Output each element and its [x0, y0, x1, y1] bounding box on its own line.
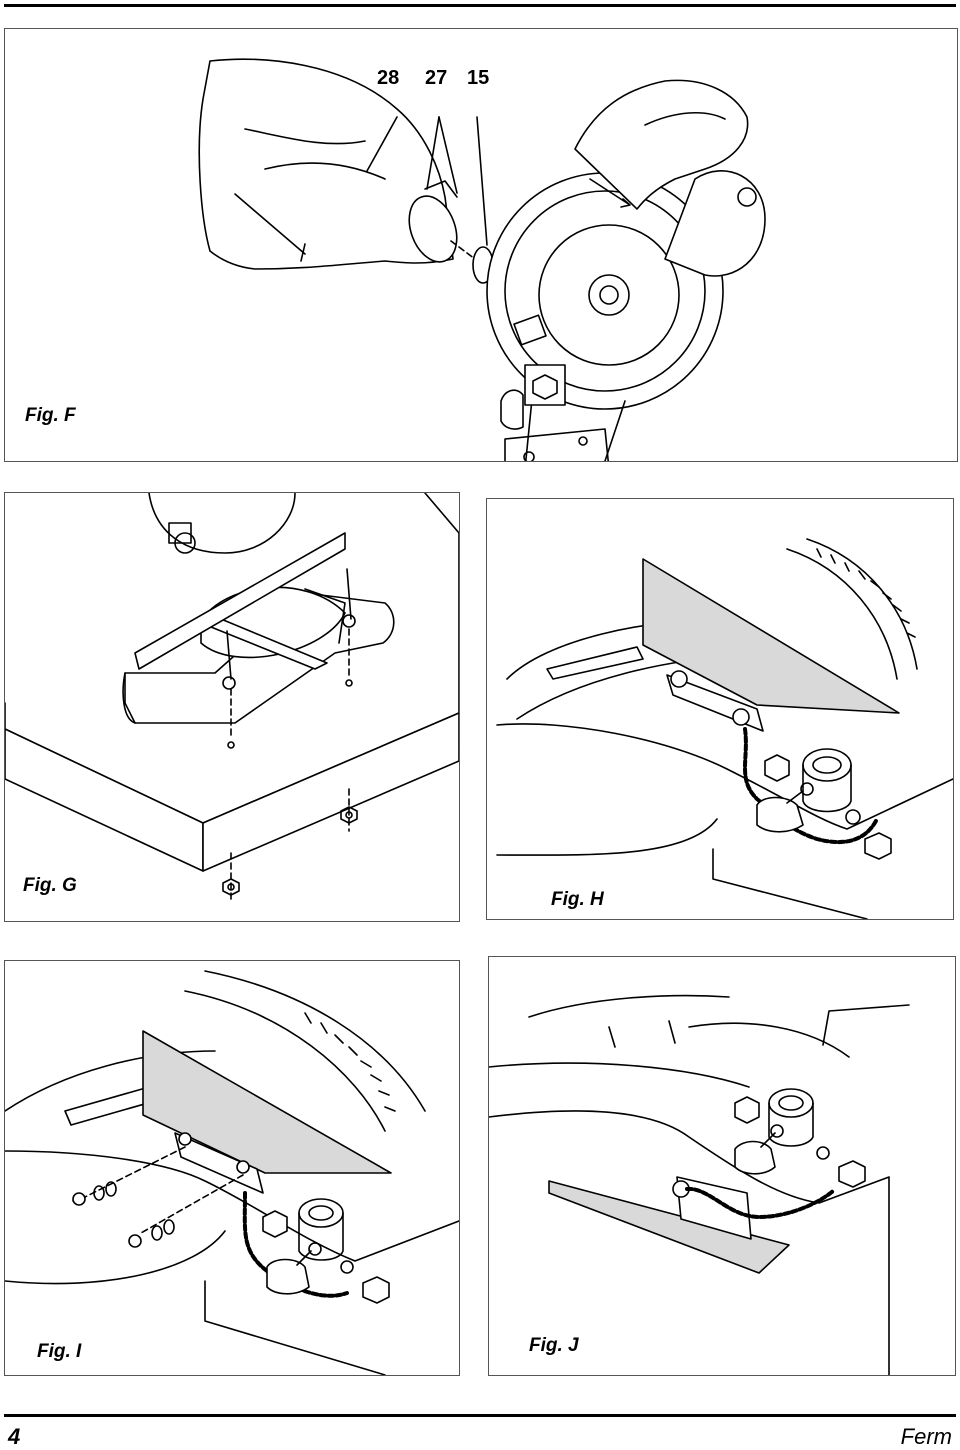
brand-name: Ferm: [900, 1424, 952, 1449]
figure-h-drawing: [496, 538, 953, 919]
bottom-rule: [4, 1414, 956, 1417]
figure-i-panel: Fig. I: [4, 960, 460, 1376]
callout-27: 27: [425, 67, 448, 89]
figure-j-drawing: [489, 994, 910, 1375]
page-number: 4: [8, 1424, 21, 1449]
figure-g-label: Fig. G: [23, 875, 77, 896]
figure-f-drawing: [198, 58, 766, 461]
figure-j-panel: Fig. J: [488, 956, 956, 1376]
callout-28: 28: [377, 67, 400, 89]
callout-15: 15: [467, 67, 490, 89]
figure-h-panel: Fig. H: [486, 498, 954, 920]
figure-g-panel: Fig. G: [4, 492, 460, 922]
figure-f-label: Fig. F: [25, 405, 76, 426]
figure-j-label: Fig. J: [529, 1335, 579, 1356]
figure-f-panel: 28 27 15 Fig. F: [4, 28, 958, 462]
figure-g-drawing: [5, 493, 459, 904]
figure-i-label: Fig. I: [37, 1341, 82, 1362]
top-rule: [4, 4, 956, 7]
figure-i-drawing: [5, 970, 459, 1375]
figure-h-label: Fig. H: [551, 889, 604, 910]
